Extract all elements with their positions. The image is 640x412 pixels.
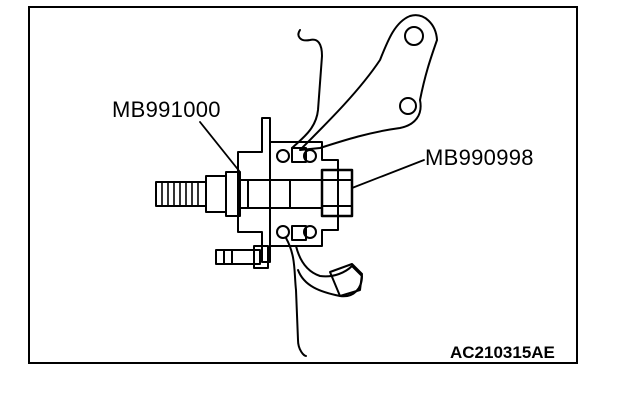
leader-left [199, 121, 241, 173]
tool-label-mb991000: MB991000 [112, 97, 221, 122]
figure-id: AC210315AE [450, 343, 555, 362]
bearing-housing [269, 141, 339, 247]
bearing-ball-lower-2 [303, 225, 317, 239]
thread-lines [161, 181, 199, 207]
knuckle-lower-body [295, 245, 363, 298]
tool-mb991000-thread [155, 181, 207, 207]
wheel-stud [215, 249, 261, 265]
hub-flange [237, 117, 271, 263]
knuckle-upper-hole [404, 26, 424, 46]
bearing-race-lower [291, 225, 307, 241]
knuckle-lower-arm [329, 263, 363, 297]
bearing-race-upper [291, 147, 307, 163]
figure-frame [28, 6, 578, 364]
wheel-stud-head [253, 245, 269, 269]
tool-mb991000-nut [205, 175, 227, 213]
dust-shield-upper [291, 29, 323, 149]
tool-mb991000-shaft [239, 179, 323, 209]
bearing-ball-upper [276, 149, 290, 163]
bearing-ball-lower [276, 225, 290, 239]
bearing-ball-upper-2 [303, 149, 317, 163]
knuckle-mid-hole [399, 97, 417, 115]
knuckle-upper-arm [299, 14, 438, 151]
dust-shield-lower [285, 237, 307, 357]
tool-label-mb990998: MB990998 [425, 145, 534, 170]
leader-right [351, 159, 425, 189]
